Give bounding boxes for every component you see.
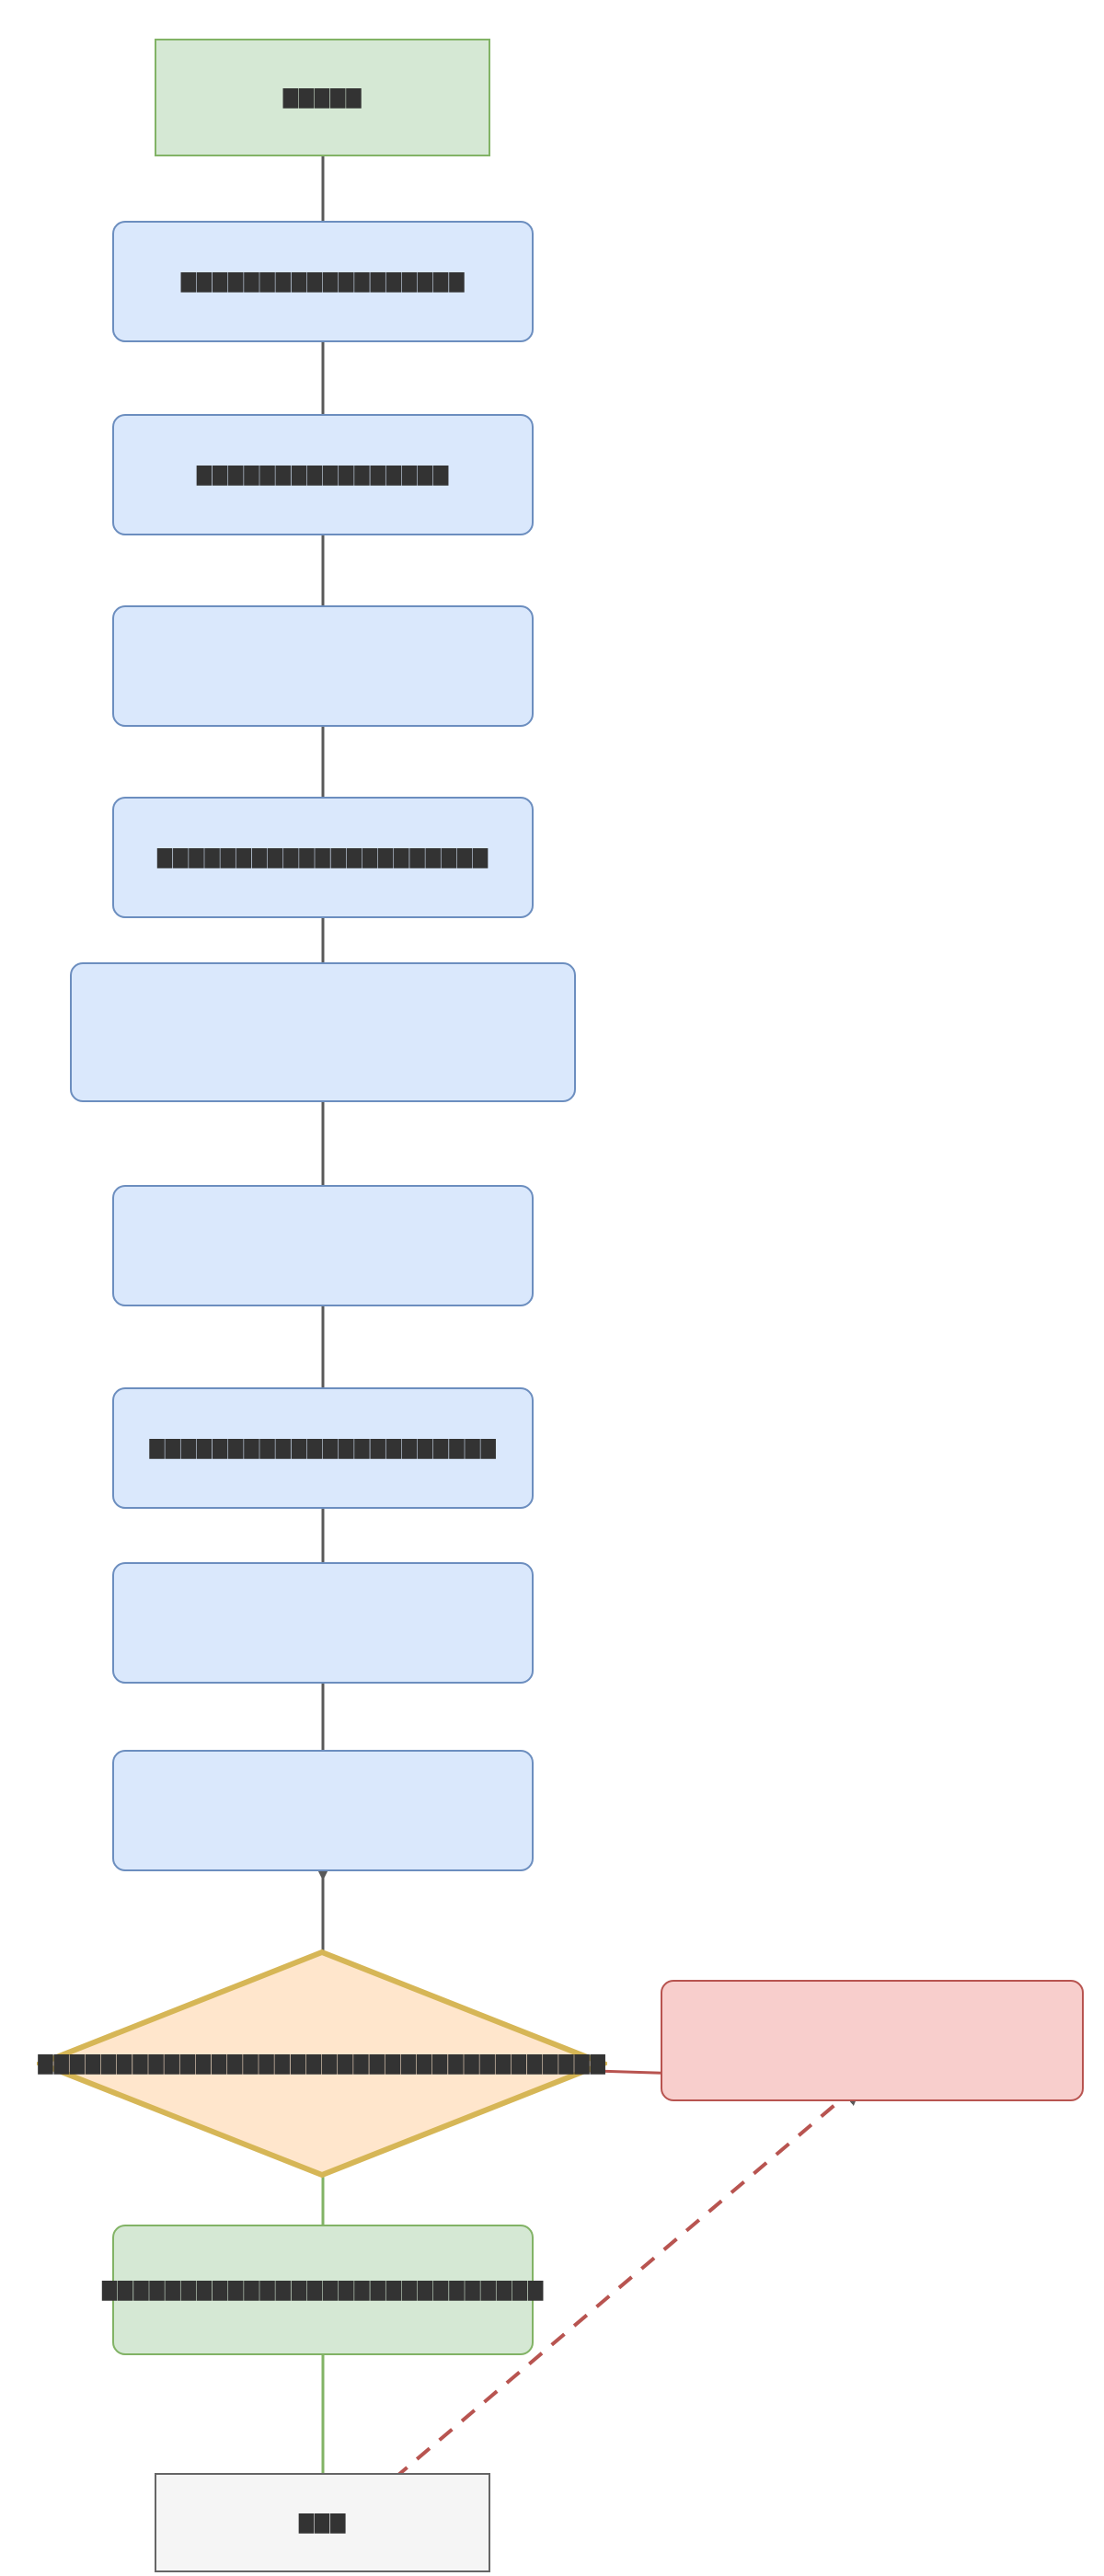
- node-success[interactable]: ▇▇▇▇▇▇▇▇▇▇▇▇▇▇▇▇▇▇▇▇▇▇▇▇▇▇▇▇: [102, 2225, 543, 2355]
- node-process-2[interactable]: ▇▇▇▇▇▇▇▇▇▇▇▇▇▇▇▇: [112, 414, 534, 535]
- node-failure[interactable]: [661, 1980, 1084, 2101]
- node-process-6[interactable]: [112, 1185, 534, 1306]
- node-end[interactable]: ▇▇▇: [155, 2473, 490, 2572]
- node-process-1-label: ▇▇▇▇▇▇▇▇▇▇▇▇▇▇▇▇▇▇: [180, 270, 466, 293]
- node-process-5[interactable]: [70, 962, 576, 1102]
- node-process-2-label: ▇▇▇▇▇▇▇▇▇▇▇▇▇▇▇▇: [196, 464, 450, 486]
- node-process-7-label: ▇▇▇▇▇▇▇▇▇▇▇▇▇▇▇▇▇▇▇▇▇▇: [149, 1437, 497, 1459]
- edge-retry-dashed: [348, 2079, 866, 2518]
- node-start[interactable]: ▇▇▇▇▇: [155, 39, 490, 156]
- node-process-4[interactable]: ▇▇▇▇▇▇▇▇▇▇▇▇▇▇▇▇▇▇▇▇▇: [112, 797, 534, 918]
- node-end-label: ▇▇▇: [298, 2512, 347, 2534]
- node-decision[interactable]: ▇▇▇▇▇▇▇▇▇▇▇▇▇▇▇▇▇▇▇▇▇▇▇▇▇▇▇▇▇▇▇▇▇▇▇▇: [37, 1949, 607, 2179]
- node-process-1[interactable]: ▇▇▇▇▇▇▇▇▇▇▇▇▇▇▇▇▇▇: [112, 221, 534, 342]
- node-success-label: ▇▇▇▇▇▇▇▇▇▇▇▇▇▇▇▇▇▇▇▇▇▇▇▇▇▇▇▇: [101, 2279, 545, 2301]
- node-start-label: ▇▇▇▇▇: [282, 86, 362, 109]
- diamond-shape: [37, 1949, 607, 2179]
- node-process-7[interactable]: ▇▇▇▇▇▇▇▇▇▇▇▇▇▇▇▇▇▇▇▇▇▇: [112, 1387, 534, 1509]
- node-process-9[interactable]: [112, 1750, 534, 1871]
- node-process-4-label: ▇▇▇▇▇▇▇▇▇▇▇▇▇▇▇▇▇▇▇▇▇: [156, 846, 489, 868]
- node-process-3[interactable]: [112, 605, 534, 727]
- node-process-8[interactable]: [112, 1562, 534, 1684]
